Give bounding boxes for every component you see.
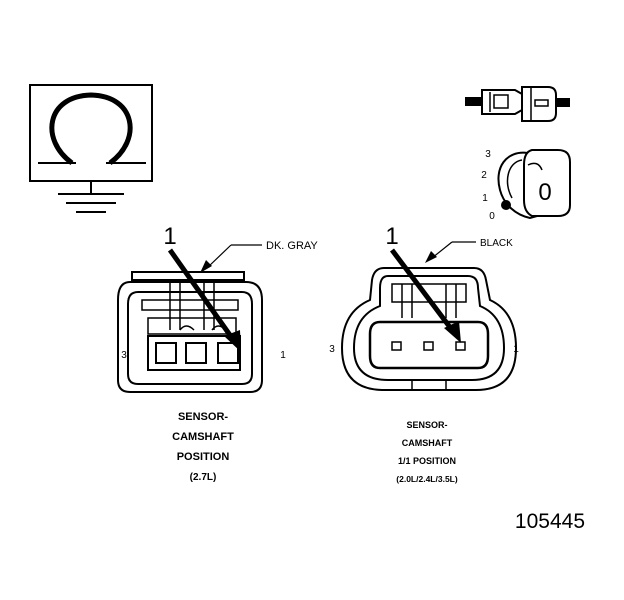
pin-label-1-right: 1: [513, 344, 519, 355]
ohmmeter-symbol: [29, 84, 153, 213]
pin-label-1-left: 1: [280, 350, 286, 361]
cavity-2-right: [423, 341, 434, 351]
wire-color-label-left: DK. GRAY: [266, 240, 318, 252]
dial-position-0: 0: [489, 211, 495, 222]
pointer-arrow-right: [390, 248, 461, 343]
cavity-3-right: [391, 341, 402, 351]
callout-number-right: 1: [385, 223, 398, 250]
knob-value: 0: [538, 179, 551, 206]
dial-pointer-icon: [501, 200, 511, 210]
caption-line: POSITION: [177, 451, 230, 463]
cavity-2-left: [185, 342, 207, 364]
ohm-symbol-icon: [38, 92, 146, 166]
cavity-1-left: [217, 342, 239, 364]
figure-number: 105445: [515, 510, 585, 533]
caption-line: 1/1 POSITION: [398, 456, 456, 466]
selector-dial: 0 3 2 1 0: [481, 149, 571, 222]
cavity-3-left: [155, 342, 177, 364]
pin-label-3-left: 3: [121, 350, 127, 361]
pointer-arrow-left: [167, 248, 241, 352]
connector-right-body: [340, 267, 518, 391]
caption-line: (2.0L/2.4L/3.5L): [396, 474, 458, 484]
caption-line: SENSOR-: [406, 420, 447, 430]
connector-right: 1 BLACK 3 1 SENSOR-: [329, 223, 519, 484]
wire-callout-right: [425, 241, 476, 263]
callout-number-left: 1: [163, 223, 176, 250]
ohmmeter-frame: [29, 84, 153, 182]
connector-caption-right: SENSOR- CAMSHAFT 1/1 POSITION (2.0L/2.4L…: [396, 420, 458, 484]
caption-line: SENSOR-: [178, 411, 228, 423]
dial-position-1: 1: [482, 193, 488, 204]
connector-left: 1 DK. GRAY 3 1: [117, 223, 318, 483]
test-probe-icon: [465, 86, 570, 122]
wire-callout-left: [200, 244, 262, 273]
caption-line: CAMSHAFT: [402, 438, 453, 448]
selector-knob: 0: [523, 149, 571, 217]
caption-line: CAMSHAFT: [172, 431, 234, 443]
pin-label-3-right: 3: [329, 344, 335, 355]
connector-caption-left: SENSOR- CAMSHAFT POSITION (2.7L): [172, 411, 234, 483]
ground-symbol-icon: [58, 181, 124, 213]
dial-position-2: 2: [481, 170, 487, 181]
wire-color-label-right: BLACK: [480, 238, 513, 249]
connector-left-body: [117, 271, 263, 393]
dial-position-3: 3: [485, 149, 491, 160]
cavity-1-right: [455, 341, 466, 351]
caption-line: (2.7L): [190, 472, 217, 483]
